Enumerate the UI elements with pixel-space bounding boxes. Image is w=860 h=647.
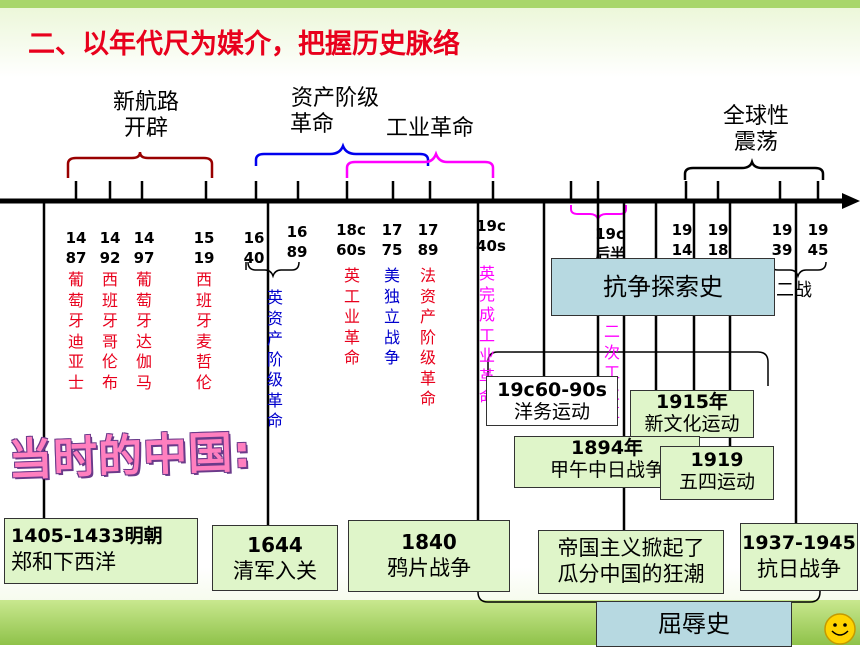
event-columbus: 西班牙哥伦布 <box>101 270 118 392</box>
anti-japanese-name: 抗日战争 <box>757 557 841 581</box>
may-fourth-name: 五四运动 <box>678 471 755 493</box>
qing-name: 清军入关 <box>233 559 317 583</box>
brace-industrial <box>345 150 495 178</box>
zheng-he-year: 1405-1433明朝 <box>11 525 163 547</box>
brace-bourgeois <box>254 142 430 166</box>
box-may-fourth: 1919 五四运动 <box>660 446 774 500</box>
box-westernization: 19c60-90s 洋务运动 <box>486 376 618 426</box>
event-english-revolution: 英资产阶级革命 <box>266 288 283 430</box>
era-bourgeois-line1: 资产阶级 <box>290 86 379 111</box>
westernization-name: 洋务运动 <box>513 401 590 423</box>
era-global-line2: 震荡 <box>733 130 778 155</box>
event-american-independence: 美独立战争 <box>383 266 400 367</box>
box-opium-war: 1840 鸦片战争 <box>348 520 510 592</box>
box-humiliation-history: 屈辱史 <box>596 601 792 647</box>
brace-global <box>683 158 825 180</box>
era-bourgeois-line2: 革命 <box>290 112 335 137</box>
event-industrial-completed: 英完成工业革命 <box>478 264 495 406</box>
timeline-arrow <box>842 193 860 209</box>
event-french-revolution: 法资产阶级革命 <box>419 266 436 408</box>
box-qing-entry: 1644 清军入关 <box>212 525 338 591</box>
event-da-gama: 葡萄牙达伽马 <box>135 270 152 392</box>
event-english-industrial: 英工业革命 <box>343 266 360 367</box>
partition-line1: 帝国主义掀起了 <box>557 536 705 560</box>
partition-line2: 瓜分中国的狂潮 <box>557 562 705 586</box>
sino-japanese-name: 甲午中日战争 <box>549 459 664 481</box>
opium-name: 鸦片战争 <box>387 556 471 580</box>
event-dias: 葡萄牙迪亚士 <box>67 270 84 392</box>
brace-1640-1689 <box>247 261 300 279</box>
box-partition: 帝国主义掀起了 瓜分中国的狂潮 <box>538 530 724 594</box>
brace-new-route <box>66 151 214 178</box>
sino-japanese-year: 1894年 <box>571 437 643 459</box>
anti-japanese-year: 1937-1945 <box>742 532 856 554</box>
may-fourth-year: 1919 <box>690 449 744 471</box>
era-new-route-line2: 开辟 <box>123 116 168 141</box>
box-new-culture: 1915年 新文化运动 <box>630 390 754 438</box>
new-culture-year: 1915年 <box>656 391 728 413</box>
box-sino-japanese-war: 1894年 甲午中日战争 <box>514 436 700 488</box>
event-magellan: 西班牙麦哲伦 <box>195 270 212 392</box>
box-zheng-he: 1405-1433明朝 郑和下西洋 <box>4 518 198 584</box>
era-new-route-line1: 新航路 <box>112 90 179 115</box>
brace-struggle <box>487 351 769 386</box>
new-culture-name: 新文化运动 <box>644 413 740 435</box>
label-ww2: 二战 <box>776 280 812 301</box>
era-bourgeois: 资产阶级 革命 <box>270 86 400 138</box>
era-industrial: 工业革命 <box>386 116 475 141</box>
era-new-route: 新航路 开辟 <box>96 90 196 142</box>
zheng-he-name: 郑和下西洋 <box>11 550 116 574</box>
page-title: 二、以年代尺为媒介，把握历史脉络 <box>28 29 460 60</box>
box-anti-japanese-war: 1937-1945 抗日战争 <box>740 523 858 591</box>
box-struggle-history: 抗争探索史 <box>551 258 775 316</box>
upper-ticks <box>74 181 820 201</box>
era-global: 全球性 震荡 <box>700 104 812 156</box>
qing-year: 1644 <box>247 533 303 557</box>
top-band <box>0 0 860 8</box>
westernization-year: 19c60-90s <box>497 379 607 401</box>
opium-year: 1840 <box>401 530 457 554</box>
era-global-line1: 全球性 <box>722 104 789 129</box>
